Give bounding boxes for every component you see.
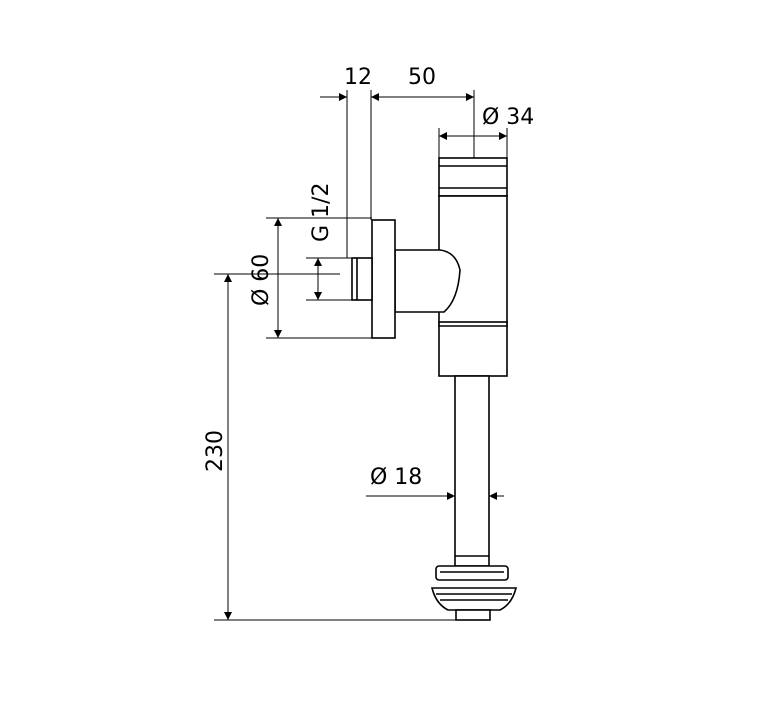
flush-tube — [454, 375, 490, 567]
tube-nut — [435, 565, 509, 581]
valve-lower-ring — [438, 321, 508, 377]
dim-34-label: Ø 34 — [482, 105, 534, 130]
flush-valve-body — [351, 157, 518, 621]
wall-rosette — [371, 219, 396, 339]
dim-flange-diameter: Ø 60 — [249, 217, 372, 339]
thread-stub — [351, 257, 373, 301]
dim-50-label: 50 — [408, 65, 436, 90]
tube-tip — [455, 609, 491, 621]
thread-label: G 1/2 — [309, 183, 334, 242]
dim-230-label: 230 — [203, 430, 228, 472]
spreader-cone — [430, 587, 518, 611]
dim-cap-diameter: Ø 34 — [438, 105, 534, 158]
valve-cap — [438, 157, 508, 197]
dim-thread-depth: 12 50 — [320, 65, 475, 258]
dim-tube-diameter: Ø 18 — [366, 465, 504, 500]
dim-thread: G 1/2 — [306, 183, 352, 301]
dim-12-label: 12 — [344, 65, 372, 90]
dim-18-label: Ø 18 — [370, 465, 422, 490]
dim-height: 230 — [203, 273, 456, 621]
side-connector — [394, 249, 461, 313]
dim-60-label: Ø 60 — [249, 254, 274, 306]
